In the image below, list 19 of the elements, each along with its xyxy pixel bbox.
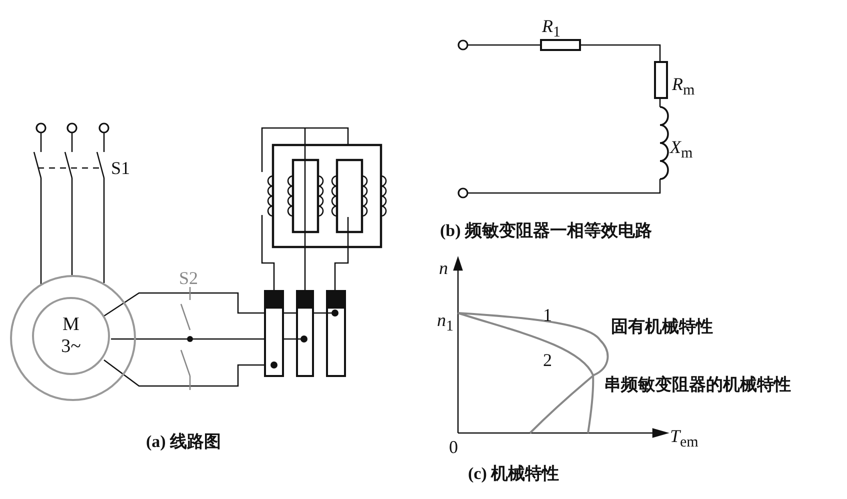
- motor-outer-circle: [10, 275, 136, 401]
- switch-label: S2: [179, 268, 198, 288]
- figure-caption: (b) 频敏变阻器一相等效电路: [440, 221, 652, 241]
- motor-symbol: M 3~: [60, 314, 82, 358]
- axis-label: T$_{em}$: [670, 426, 698, 453]
- motor-circle: [32, 297, 110, 375]
- component-label: R$_{1}$: [542, 16, 560, 43]
- axis-label: n: [439, 258, 448, 278]
- component-label: R$_{m}$: [672, 74, 695, 101]
- curve-name: 串频敏变阻器的机械特性: [604, 375, 791, 395]
- axis-label: n$_{1}$: [437, 310, 454, 337]
- switch-label: S1: [111, 158, 130, 178]
- curve-label: 2: [543, 350, 552, 370]
- curve-label: 1: [543, 305, 552, 325]
- axis-label: 0: [449, 437, 458, 457]
- figure-caption: (a) 线路图: [146, 432, 222, 452]
- curve-name: 固有机械特性: [611, 317, 713, 337]
- component-label: X$_{m}$: [670, 137, 693, 164]
- figure-caption: (c) 机械特性: [468, 464, 560, 484]
